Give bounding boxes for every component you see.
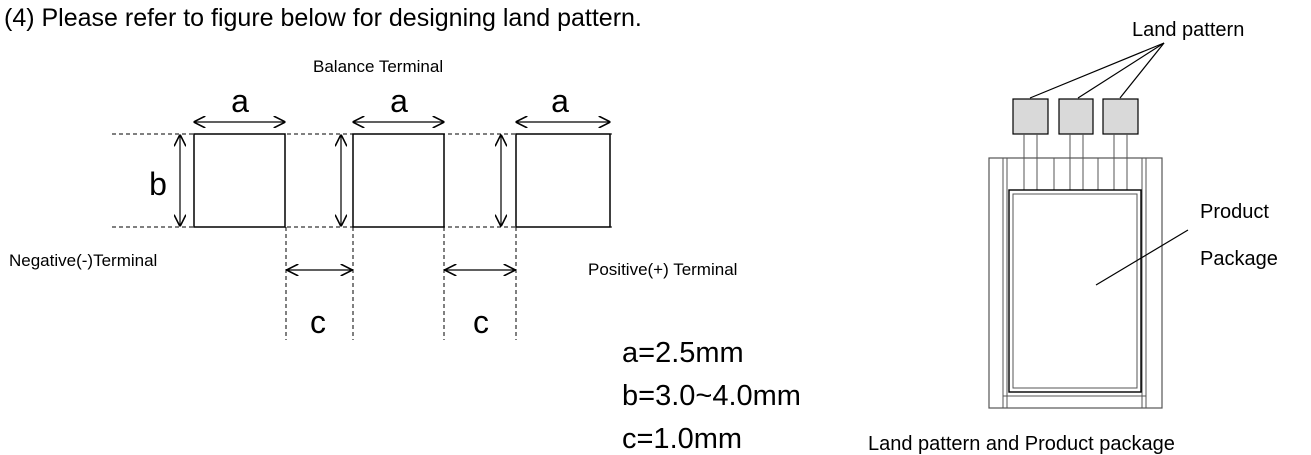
spec-a: a=2.5mm: [622, 337, 744, 369]
product-cell-outer: [1008, 189, 1142, 393]
land-pad-2: [1058, 98, 1094, 135]
product-leader: [1095, 229, 1189, 286]
package-label: Package: [1200, 248, 1278, 270]
dimension-a-label-1: a: [231, 83, 249, 119]
product-package-drawing: [988, 42, 1189, 409]
product-label: Product: [1200, 201, 1269, 223]
dimension-a-label-2: a: [390, 83, 408, 119]
negative-pad: [193, 133, 286, 228]
land-pad-1: [1012, 98, 1049, 135]
figure-caption: Land pattern and Product package: [868, 433, 1175, 455]
land-pad-3: [1102, 98, 1139, 135]
balance-terminal-label: Balance Terminal: [313, 57, 443, 76]
spec-b: b=3.0~4.0mm: [622, 380, 801, 412]
land-pattern-leader-2: [1077, 42, 1165, 99]
balance-pad: [352, 133, 445, 228]
dimension-c-label-1: c: [310, 304, 326, 340]
heading: (4) Please refer to figure below for des…: [4, 4, 642, 32]
dimension-c-label-2: c: [473, 304, 489, 340]
package-outer: [988, 157, 1163, 409]
pad-dimension-drawing: [112, 122, 612, 340]
positive-pad: [515, 133, 611, 228]
dimension-a-label-3: a: [551, 83, 569, 119]
product-cell-inner: [1012, 193, 1138, 389]
land-pattern-label: Land pattern: [1132, 19, 1244, 41]
land-pattern-leader-3: [1119, 42, 1165, 99]
positive-terminal-label: Positive(+) Terminal: [588, 260, 737, 279]
negative-terminal-label: Negative(-)Terminal: [9, 251, 157, 270]
land-pattern-leader-1: [1029, 42, 1165, 99]
dimension-b-label: b: [149, 166, 167, 202]
spec-c: c=1.0mm: [622, 423, 742, 455]
